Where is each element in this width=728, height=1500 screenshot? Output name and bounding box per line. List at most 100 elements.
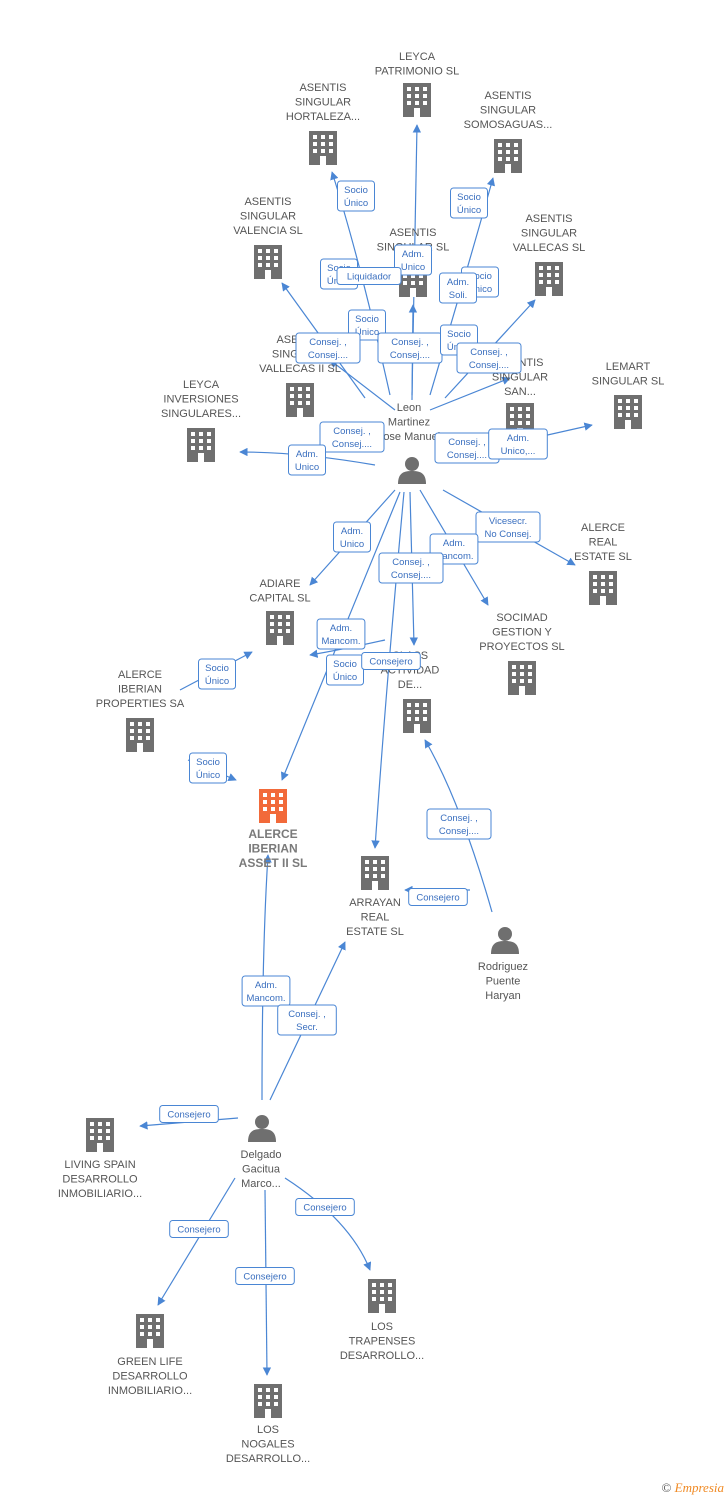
company-node-los-nogales[interactable]: LOSNOGALESDESARROLLO... xyxy=(226,1384,310,1465)
badge-text: Consejero xyxy=(416,893,459,904)
relation-badge: Consejero xyxy=(169,1220,229,1238)
badge-text: Mancom. xyxy=(246,993,285,1004)
badge-text: Único xyxy=(355,327,379,338)
company-node-asentis-hortaleza[interactable]: ASENTIS SINGULAR HORTALEZA... xyxy=(286,82,360,165)
node-label: DESARROLLO... xyxy=(340,1350,424,1362)
relation-edge xyxy=(261,854,272,1101)
badge-text: Consejero xyxy=(243,1272,286,1283)
node-label: ASENTIS xyxy=(299,82,346,94)
node-label: SAN... xyxy=(504,386,536,398)
badge-box xyxy=(198,658,236,690)
badge-text: Unico xyxy=(401,262,425,273)
badge-text: Consej.... xyxy=(332,439,372,450)
badge-text: Consej. , xyxy=(391,337,429,348)
badge-box xyxy=(235,1267,295,1285)
relation-badge: Consej. ,Consej.... xyxy=(426,808,492,840)
relation-edge xyxy=(329,359,396,411)
badge-text: Adm. xyxy=(296,449,318,460)
node-label: Rodriguez xyxy=(478,961,528,973)
badge-text: Único xyxy=(333,672,357,683)
node-label: LEYCA xyxy=(183,379,220,391)
node-label: TRAPENSES xyxy=(349,1336,416,1348)
badge-box xyxy=(450,187,488,219)
node-label: SINGULAR xyxy=(480,105,536,117)
badge-text: Vicesecr. xyxy=(489,516,527,527)
badge-text: Mancom. xyxy=(321,636,360,647)
badge-box xyxy=(408,888,468,906)
building-icon xyxy=(136,1314,164,1348)
badge-text: Único xyxy=(196,770,220,781)
badge-box xyxy=(277,1004,337,1036)
building-icon xyxy=(309,131,337,165)
node-label: ASENTIS xyxy=(525,213,572,225)
relation-edge xyxy=(284,1177,372,1271)
company-node-living-spain[interactable]: LIVING SPAINDESARROLLOINMOBILIARIO... xyxy=(58,1118,142,1200)
node-label: IBERIAN xyxy=(118,684,162,696)
node-label: VALLECAS SL xyxy=(513,242,586,254)
node-label: Haryan xyxy=(485,990,520,1002)
copyright-symbol: © xyxy=(661,1480,672,1495)
building-icon xyxy=(266,611,294,645)
badge-text: Consej.... xyxy=(439,826,479,837)
relation-badge: Adm.Mancom. xyxy=(241,975,291,1007)
relation-badge: Consej. ,Consej.... xyxy=(377,332,443,364)
company-node-leyca-inversiones[interactable]: LEYCAINVERSIONESSINGULARES... xyxy=(161,379,241,462)
badge-text: Consejero xyxy=(369,657,412,668)
badge-text: Socio xyxy=(344,185,368,196)
node-label: LEMART xyxy=(606,361,651,373)
person-node-delgado[interactable]: DelgadoGacituaMarco... xyxy=(241,1115,282,1190)
badge-text: Consejero xyxy=(303,1203,346,1214)
relation-badge: Consej. ,Consej.... xyxy=(434,432,500,464)
person-icon xyxy=(398,457,426,484)
node-label: DESARROLLO xyxy=(112,1371,188,1383)
node-label: HORTALEZA... xyxy=(286,111,360,123)
node-label: PROYECTOS SL xyxy=(479,641,564,653)
node-label: ESTATE SL xyxy=(346,926,404,938)
relation-badge: Consej. ,Consej.... xyxy=(378,552,444,584)
node-label: REAL xyxy=(589,537,618,549)
node-label: ASENTIS xyxy=(389,227,436,239)
node-label: INMOBILIARIO... xyxy=(108,1385,192,1397)
node-label: GREEN LIFE xyxy=(117,1356,182,1368)
badge-text: Consejero xyxy=(167,1110,210,1121)
node-label: ALERCE xyxy=(581,522,625,534)
person-icon xyxy=(491,927,519,954)
badge-text: Soli. xyxy=(449,290,467,301)
badge-box xyxy=(336,267,402,285)
company-node-asentis-somosaguas[interactable]: ASENTISSINGULARSOMOSAGUAS... xyxy=(464,90,553,173)
badge-text: Adm. xyxy=(507,433,529,444)
badge-text: Socio xyxy=(205,663,229,674)
badge-text: Consej. , xyxy=(309,337,347,348)
node-label: SINGULAR xyxy=(295,97,351,109)
footer-credit: © Empresia xyxy=(662,1480,725,1496)
badge-box xyxy=(394,244,432,276)
node-label: ALERCE xyxy=(248,827,297,841)
relation-badge: Consej. ,Consej.... xyxy=(456,342,522,374)
node-label: DESARROLLO xyxy=(62,1174,138,1186)
building-icon xyxy=(254,1384,282,1418)
node-label: LEYCA xyxy=(399,51,436,63)
company-node-los-trapenses[interactable]: LOSTRAPENSESDESARROLLO... xyxy=(340,1279,424,1362)
node-label: INVERSIONES xyxy=(163,394,238,406)
node-label: Gacitua xyxy=(242,1164,281,1176)
empresia-logo[interactable]: Empresia xyxy=(674,1480,724,1495)
badge-text: Mancom. xyxy=(434,551,473,562)
badge-box xyxy=(456,342,522,374)
node-label: IBERIAN xyxy=(248,842,297,856)
badge-text: Consej. , xyxy=(392,557,430,568)
company-node-green-life[interactable]: GREEN LIFE DESARROLLO INMOBILIARIO... xyxy=(108,1314,192,1397)
